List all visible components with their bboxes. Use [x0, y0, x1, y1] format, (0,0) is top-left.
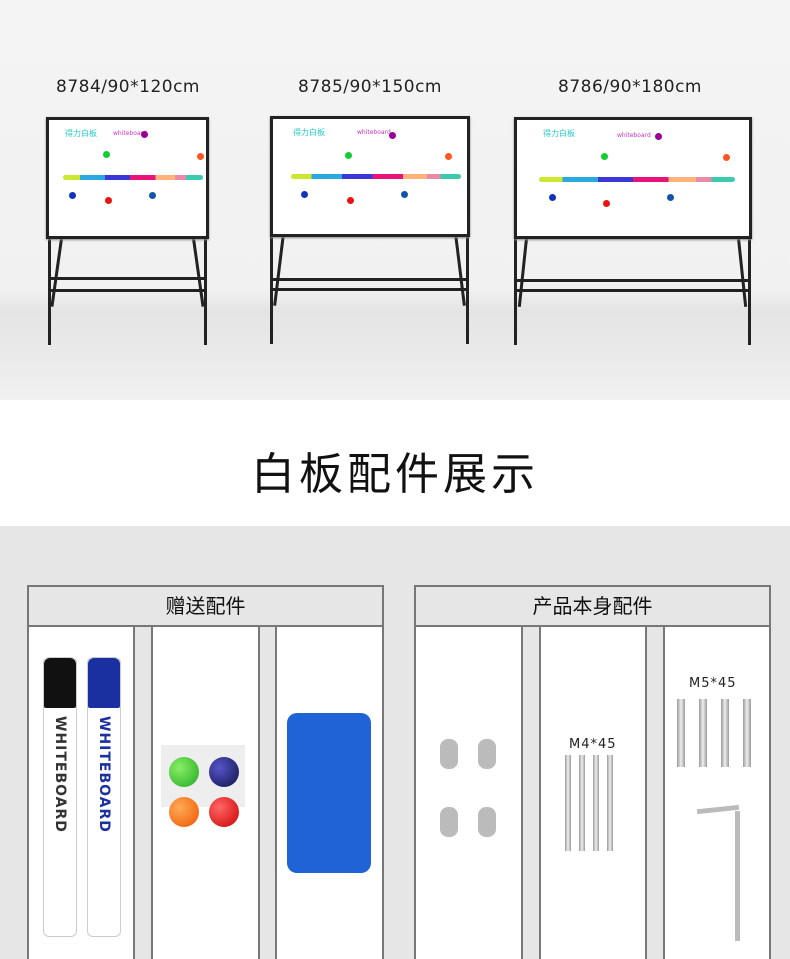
eraser-panel: [275, 625, 384, 959]
title-section: [0, 400, 790, 526]
board-word: whiteboard: [357, 129, 391, 136]
m4-bolts-panel: M4*45: [539, 625, 647, 959]
board-brand: 得力白板: [293, 128, 325, 137]
product-label: 8785/90*150cm: [298, 77, 442, 97]
hex-key: [696, 804, 740, 815]
gift-accessories-header: 赠送配件: [27, 585, 384, 627]
whiteboard-stand-medium: 得力白板 whiteboard: [268, 116, 472, 346]
board-brand: 得力白板: [65, 129, 97, 138]
whiteboard-stand-large: 得力白板 whiteboard: [512, 117, 756, 347]
marker-text: WHITEBOARD: [52, 716, 68, 833]
markers-panel: WHITEBOARD WHITEBOARD: [27, 625, 135, 959]
included-accessories-header: 产品本身配件: [414, 585, 771, 627]
m5-bolts-panel: M5*45: [663, 625, 771, 959]
bolt-size-label: M4*45: [569, 737, 617, 752]
section-title: 白板配件展示: [251, 449, 539, 500]
product-label: 8786/90*180cm: [558, 77, 702, 97]
board-word: whiteboard: [617, 132, 651, 139]
whiteboard-stand-small: 得力白板 whiteboard: [46, 117, 209, 347]
product-label: 8784/90*120cm: [56, 77, 200, 97]
board-brand: 得力白板: [543, 129, 575, 138]
marker-text: WHITEBOARD: [96, 716, 112, 833]
bolt-size-label: M5*45: [689, 676, 737, 691]
magnets-panel: [151, 625, 260, 959]
eraser: [287, 713, 371, 873]
board-word: whiteboard: [113, 130, 147, 137]
wing-nuts-panel: [414, 625, 523, 959]
